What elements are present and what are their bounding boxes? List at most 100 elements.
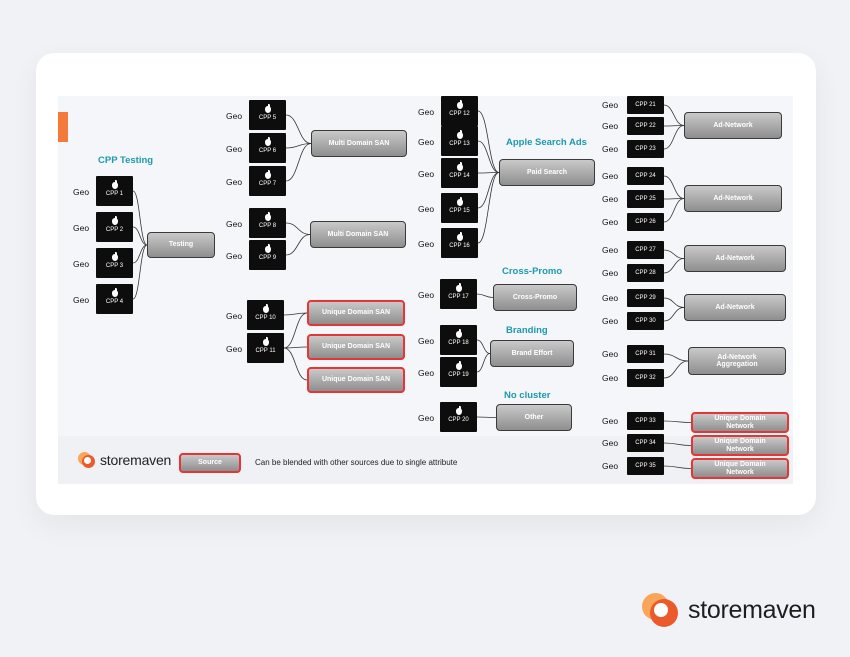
source-node-paid-search: Paid Search (499, 159, 595, 186)
connector-line (283, 312, 308, 349)
connector-line (285, 234, 311, 256)
source-node-ad-network: Ad-Network (684, 185, 782, 212)
geo-label: Geo (418, 368, 435, 378)
cpp-tile: CPP 8 (249, 208, 286, 238)
geo-label: Geo (73, 223, 90, 233)
cpp-label: CPP 14 (449, 173, 470, 179)
footer-logo-text: storemaven (100, 452, 172, 468)
source-node-label: Unique Domain Network (714, 461, 766, 476)
cpp-tile: CPP 35 (627, 457, 664, 475)
cpp-tile: CPP 12 (441, 96, 478, 126)
cpp-label: CPP 20 (448, 417, 469, 423)
cpp-label: CPP 9 (258, 255, 277, 261)
source-node-cross-promo: Cross-Promo (493, 284, 577, 311)
cpp-label: CPP 31 (635, 351, 656, 357)
geo-label: Geo (226, 251, 243, 261)
cpp-label: CPP 35 (635, 463, 656, 469)
apple-icon (264, 212, 272, 221)
source-node-label: Ad-Network (713, 121, 753, 129)
legend-source-label: Source (198, 459, 222, 467)
source-node-label: Multi Domain SAN (328, 139, 390, 147)
connector-line (476, 339, 491, 354)
connector-line (663, 249, 685, 259)
source-node-other: Other (496, 404, 572, 431)
geo-label: Geo (418, 169, 435, 179)
cpp-tile: CPP 15 (441, 193, 478, 223)
connector-line (285, 143, 312, 149)
geo-label: Geo (602, 100, 619, 110)
cpp-label: CPP 7 (258, 181, 277, 187)
cpp-tile: CPP 5 (249, 100, 286, 130)
geo-label: Geo (226, 144, 243, 154)
geo-label: Geo (226, 177, 243, 187)
cpp-label: CPP 25 (635, 196, 656, 202)
cpp-label: CPP 10 (255, 315, 276, 321)
source-node-unique-domain-san: Unique Domain SAN (307, 300, 405, 326)
cpp-tile: CPP 28 (627, 264, 664, 282)
cpp-tile: CPP 34 (627, 434, 664, 452)
cpp-label: CPP 24 (635, 173, 656, 179)
apple-icon (455, 406, 463, 415)
cpp-label: CPP 15 (449, 208, 470, 214)
apple-icon (262, 304, 270, 313)
source-node-label: Brand Effort (511, 349, 553, 357)
connector-line (663, 442, 692, 446)
connector-line (663, 297, 685, 308)
cpp-tile: CPP 24 (627, 167, 664, 185)
apple-icon (456, 232, 464, 241)
source-node-label: Ad-Network (713, 194, 753, 202)
geo-label: Geo (418, 107, 435, 117)
cpp-tile: CPP 31 (627, 345, 664, 363)
apple-icon (264, 170, 272, 179)
cpp-tile: CPP 32 (627, 369, 664, 387)
connector-line (283, 346, 308, 349)
cpp-tile: CPP 6 (249, 133, 286, 163)
footer-logo: storemaven (78, 451, 171, 469)
source-node-unique-domain-network: Unique Domain Network (691, 412, 789, 433)
source-node-ad-network: Ad-Network (684, 294, 786, 321)
cpp-label: CPP 6 (258, 148, 277, 154)
cpp-label: CPP 21 (635, 102, 656, 108)
cpp-label: CPP 11 (255, 348, 276, 354)
apple-icon (455, 283, 463, 292)
source-node-label: Paid Search (526, 168, 568, 176)
accent-bar (58, 112, 68, 142)
cpp-tile: CPP 7 (249, 166, 286, 196)
source-node-label: Unique Domain SAN (321, 309, 391, 317)
cpp-label: CPP 4 (105, 299, 124, 305)
geo-label: Geo (418, 204, 435, 214)
connector-line (477, 140, 500, 173)
source-node-ad-network: Ad-Network (684, 112, 782, 139)
geo-label: Geo (602, 268, 619, 278)
connector-line (663, 125, 685, 150)
cpp-label: CPP 27 (635, 247, 656, 253)
cpp-tile: CPP 21 (627, 96, 664, 114)
cpp-tile: CPP 33 (627, 412, 664, 430)
source-node-label: Cross-Promo (512, 293, 558, 301)
heading-branding: Branding (506, 325, 548, 336)
connector-line (283, 312, 308, 316)
heading-apple-search-ads: Apple Search Ads (506, 137, 587, 148)
apple-icon (455, 329, 463, 338)
cpp-label: CPP 29 (635, 295, 656, 301)
cpp-label: CPP 32 (635, 375, 656, 381)
cpp-label: CPP 18 (448, 340, 469, 346)
apple-icon (456, 100, 464, 109)
geo-label: Geo (602, 416, 619, 426)
brand-logo: storemaven (642, 591, 816, 629)
cpp-tile: CPP 4 (96, 284, 133, 314)
connector-line (663, 198, 685, 223)
source-node-label: Ad-Network (715, 254, 755, 262)
geo-label: Geo (226, 344, 243, 354)
source-node-label: Ad-Network (715, 303, 755, 311)
connector-line (132, 226, 148, 246)
source-node-label: Ad-Network Aggregation (716, 353, 758, 368)
connector-line (477, 172, 500, 209)
cpp-label: CPP 16 (449, 243, 470, 249)
cpp-label: CPP 22 (635, 123, 656, 129)
cpp-label: CPP 8 (258, 223, 277, 229)
apple-icon (262, 337, 270, 346)
cpp-label: CPP 23 (635, 146, 656, 152)
geo-label: Geo (418, 290, 435, 300)
connector-line (663, 420, 692, 423)
